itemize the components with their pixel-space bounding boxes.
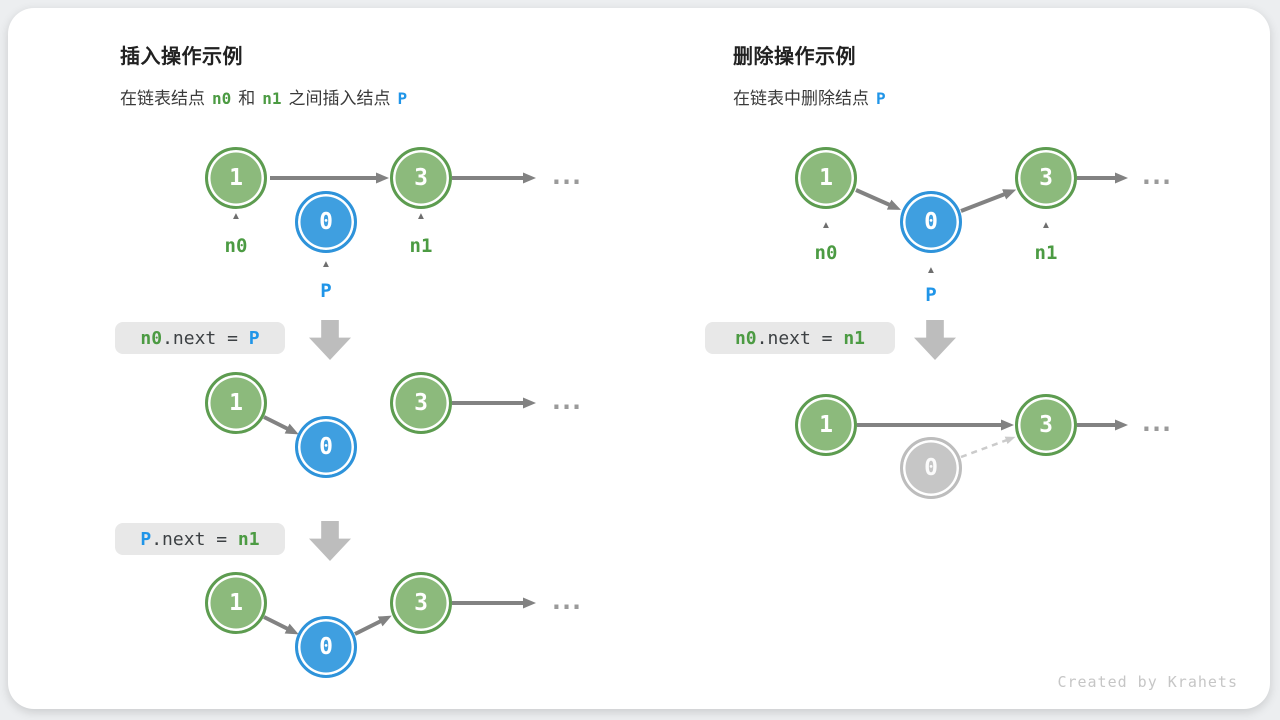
insert2-node-n0: 1	[205, 372, 267, 434]
delete1-ellipsis: ...	[1138, 161, 1174, 190]
subtitle-ref-p: P	[876, 89, 886, 108]
caret-up-icon: ▲	[926, 265, 936, 276]
insert1-label-n1: n1	[409, 235, 433, 257]
subtitle-ref-p: P	[397, 89, 408, 108]
insert3-arrow-1-to-0	[263, 615, 299, 635]
insert3-arrow-0-to-3	[354, 615, 392, 636]
caret-up-icon: ▲	[416, 211, 426, 222]
insert2-node-n1: 3	[390, 372, 452, 434]
delete2-node-n1: 3	[1015, 394, 1077, 456]
delete2-ellipsis: ...	[1138, 408, 1174, 437]
subtitle-ref-n0: n0	[212, 89, 232, 108]
insert-code-1: n0.next = P	[115, 322, 285, 354]
subtitle-text: 之间插入结点	[288, 89, 391, 108]
insert1-ellipsis: ...	[548, 161, 584, 190]
delete-section-title: 删除操作示例	[733, 46, 856, 68]
subtitle-text: 在链表中删除结点	[733, 89, 869, 108]
delete2-node-p-removed: 0	[900, 437, 962, 499]
delete-section-subtitle: 在链表中删除结点 P	[733, 84, 893, 109]
subtitle-text: 和	[238, 89, 256, 108]
subtitle-ref-n1: n1	[262, 89, 282, 108]
insert2-ellipsis: ...	[548, 386, 584, 415]
caret-up-icon: ▲	[821, 220, 831, 231]
insert1-label-n0: n0	[224, 235, 248, 257]
insert-section-subtitle: 在链表结点 n0 和 n1 之间插入结点 P	[120, 84, 414, 109]
delete-code-1: n0.next = n1	[705, 322, 895, 354]
delete1-arrow-1-to-0	[855, 188, 901, 210]
delete1-label-n1: n1	[1034, 242, 1058, 264]
delete1-node-p: 0	[900, 191, 962, 253]
watermark: Created by Krahets	[1057, 673, 1238, 691]
caret-up-icon: ▲	[321, 259, 331, 270]
delete1-label-n0: n0	[814, 242, 838, 264]
arrows-layer	[263, 172, 1128, 636]
insert3-node-n0: 1	[205, 572, 267, 634]
delete2-dashed-arrow-0-to-3	[960, 436, 1016, 459]
insert1-node-n1: 3	[390, 147, 452, 209]
caret-up-icon: ▲	[231, 211, 241, 222]
delete1-node-n1: 3	[1015, 147, 1077, 209]
caret-up-icon: ▲	[1041, 220, 1051, 231]
insert2-node-p: 0	[295, 416, 357, 478]
insert-section-title: 插入操作示例	[120, 46, 243, 68]
delete2-node-n0: 1	[795, 394, 857, 456]
insert3-node-p: 0	[295, 616, 357, 678]
subtitle-text: 在链表结点	[120, 89, 205, 108]
diagram-card: 插入操作示例 在链表结点 n0 和 n1 之间插入结点 P 1 3 0 ... ▲ ▲ ▲…	[8, 8, 1270, 709]
delete1-label-p: P	[925, 284, 937, 306]
delete1-arrow-0-to-3	[960, 189, 1017, 213]
insert3-node-n1: 3	[390, 572, 452, 634]
insert3-ellipsis: ...	[548, 586, 584, 615]
delete1-node-n0: 1	[795, 147, 857, 209]
insert1-node-n0: 1	[205, 147, 267, 209]
insert1-node-p: 0	[295, 191, 357, 253]
insert2-arrow-1-to-0	[263, 415, 299, 435]
insert-code-2: P.next = n1	[115, 523, 285, 555]
insert1-label-p: P	[320, 280, 332, 302]
